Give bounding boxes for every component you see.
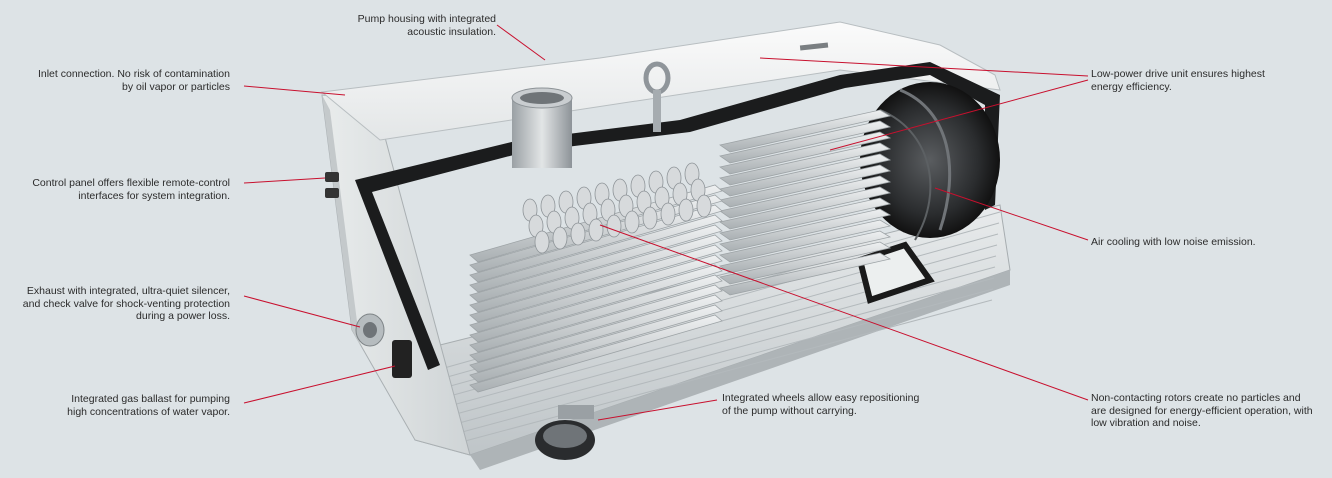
wheel-icon xyxy=(535,405,595,460)
rotor-lobe xyxy=(624,210,640,234)
control-panel-connectors xyxy=(325,172,339,198)
base-rib xyxy=(447,277,995,427)
leader-air xyxy=(934,187,1089,241)
base-rib xyxy=(450,288,994,436)
leader-exhaust xyxy=(243,295,361,328)
acoustic-insulation xyxy=(355,62,1000,370)
pump-fin xyxy=(469,314,723,393)
callout-housing: Pump housing with integrated acoustic in… xyxy=(357,13,496,38)
pump-fin xyxy=(469,294,723,373)
rotor-lobe xyxy=(660,202,676,226)
motor-fin xyxy=(719,197,892,241)
callout-exhaust: Exhaust with integrated, ultra-quiet sil… xyxy=(22,285,230,322)
callout-leader-lines xyxy=(243,24,1089,421)
callout-drive-unit: Low-power drive unit ensures highest ene… xyxy=(1091,68,1265,93)
pump-fin xyxy=(469,254,723,333)
rotor-lobe xyxy=(570,222,586,246)
pump-fin xyxy=(469,274,723,353)
motor-cooling-fins xyxy=(719,109,892,296)
rotor-lobe xyxy=(552,226,568,250)
callout-gas-ballast: Integrated gas ballast for pumping high … xyxy=(67,393,230,418)
motor-fin xyxy=(719,142,892,186)
motor-fin xyxy=(719,120,892,164)
pump-fin xyxy=(469,244,723,323)
pump-block-fins xyxy=(469,184,723,393)
callout-rotors: Non-contacting rotors create no particle… xyxy=(1091,392,1313,429)
pump-fin xyxy=(469,304,723,383)
motor-fin xyxy=(719,241,892,285)
rotor-lobe xyxy=(678,198,694,222)
motor-fin xyxy=(719,164,892,208)
callout-air-cooling: Air cooling with low noise emission. xyxy=(1091,236,1256,248)
motor-fin xyxy=(719,131,892,175)
motor-fin xyxy=(719,208,892,252)
inlet-pipe-icon xyxy=(511,87,573,168)
pump-fin xyxy=(469,214,723,293)
leader-housing xyxy=(496,24,546,61)
rotor-lobe xyxy=(534,230,550,254)
callout-wheels: Integrated wheels allow easy repositioni… xyxy=(722,392,920,417)
rotor-lobe xyxy=(696,194,712,218)
leader-inlet xyxy=(243,85,346,96)
eyebolt-icon xyxy=(643,61,671,132)
pump-fin xyxy=(469,234,723,313)
callout-inlet: Inlet connection. No risk of contaminati… xyxy=(37,68,230,93)
motor-fin xyxy=(719,252,892,296)
pump-fin xyxy=(469,224,723,303)
callout-control-panel: Control panel offers flexible remote-con… xyxy=(32,177,230,202)
motor-fin xyxy=(719,186,892,230)
motor-fin xyxy=(719,153,892,197)
exhaust-silencer xyxy=(355,313,385,347)
motor-fin xyxy=(719,219,892,263)
base-rib xyxy=(453,299,993,445)
screw-rotors xyxy=(522,162,712,254)
gas-ballast-knob xyxy=(392,340,412,378)
rotor-lobe xyxy=(642,206,658,230)
pump-fin xyxy=(469,264,723,343)
rotor-lobe xyxy=(606,214,622,238)
rotor-lobe xyxy=(588,218,604,242)
leader-rotors xyxy=(599,224,1089,401)
motor-fin xyxy=(719,175,892,219)
leader-drive-top xyxy=(759,57,1089,77)
motor-fin xyxy=(719,109,892,153)
leader-control xyxy=(243,177,326,184)
leader-wheels xyxy=(597,399,718,421)
pump-fin xyxy=(469,284,723,363)
leader-gas xyxy=(243,365,396,404)
leader-drive-low xyxy=(829,79,1089,151)
